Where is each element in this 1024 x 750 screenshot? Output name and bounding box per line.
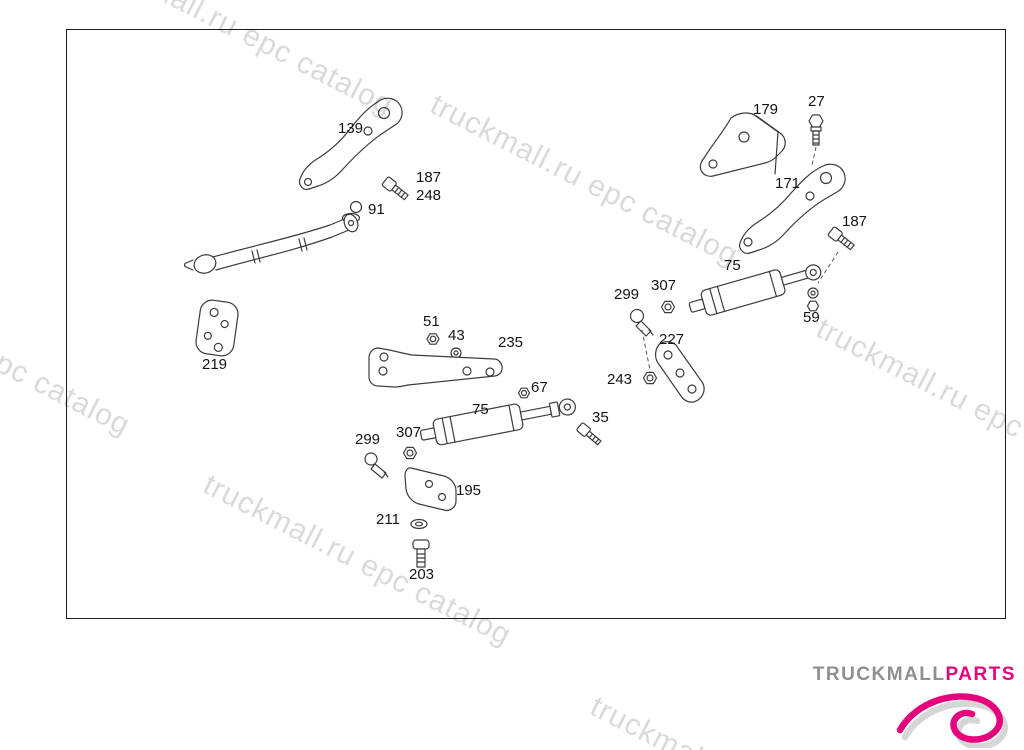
- leader-lines: [641, 146, 839, 371]
- part-label-211: 211: [376, 511, 400, 528]
- part-nut-307-left: [402, 446, 418, 460]
- part-bracket-235: [368, 347, 503, 388]
- part-washer-211: [410, 518, 428, 530]
- diagram-frame: [66, 29, 1006, 619]
- part-balljoint-299-left: [364, 452, 389, 479]
- part-nut-67: [517, 387, 531, 399]
- part-nut-307-right: [660, 300, 676, 314]
- part-label-59: 59: [803, 309, 820, 326]
- part-bracket-219: [195, 299, 239, 357]
- part-label-307-right: 307: [651, 277, 677, 294]
- part-bolt-35: [576, 422, 602, 446]
- part-bolt-187-left: [381, 176, 409, 201]
- part-damper-75-right: [688, 264, 822, 316]
- truckmall-swirl-icon: [896, 693, 1008, 748]
- part-bracket-227: [655, 341, 705, 403]
- part-bracket-195: [404, 467, 457, 512]
- part-label-219: 219: [202, 356, 228, 373]
- part-label-51: 51: [423, 313, 440, 330]
- part-bracket-171: [739, 163, 846, 254]
- part-damper-75-left: [419, 398, 576, 446]
- part-label-27: 27: [808, 93, 825, 110]
- part-label-187-left: 187: [416, 169, 442, 186]
- part-label-139: 139: [338, 120, 364, 137]
- part-balljoint-299-right: [629, 308, 654, 337]
- part-bracket-139: [298, 97, 403, 190]
- part-label-35: 35: [592, 409, 609, 426]
- part-label-187-right: 187: [842, 213, 868, 230]
- part-nut-51: [426, 333, 440, 345]
- part-label-195: 195: [456, 482, 482, 499]
- part-label-299-left: 299: [355, 431, 381, 448]
- part-label-243: 243: [607, 371, 633, 388]
- part-label-43: 43: [448, 327, 465, 344]
- part-label-227: 227: [659, 331, 685, 348]
- part-label-75-right: 75: [724, 257, 741, 274]
- part-bolt-187-right: [827, 226, 855, 251]
- part-bolt-27: [808, 114, 824, 146]
- part-nut-243: [642, 371, 658, 385]
- part-label-179: 179: [753, 101, 779, 118]
- truckmall-logo: TRUCKMALLPARTS: [813, 665, 1016, 748]
- part-bolt-203: [412, 539, 430, 568]
- part-label-171: 171: [775, 175, 801, 192]
- part-label-248: 248: [416, 187, 442, 204]
- logo-brand-accent: PARTS: [945, 664, 1016, 685]
- part-nut-59: [806, 287, 820, 312]
- logo-text: TRUCKMALLPARTS: [813, 665, 1016, 684]
- part-label-91: 91: [368, 201, 385, 218]
- part-label-307-left: 307: [396, 424, 422, 441]
- logo-brand: TRUCKMALL: [812, 664, 946, 685]
- part-label-203: 203: [409, 566, 435, 583]
- part-label-235: 235: [498, 334, 524, 351]
- part-label-67: 67: [531, 379, 548, 396]
- part-label-299-right: 299: [614, 286, 640, 303]
- part-drag-link: [183, 213, 359, 274]
- part-bracket-179: [699, 112, 786, 177]
- part-label-75-left: 75: [472, 401, 489, 418]
